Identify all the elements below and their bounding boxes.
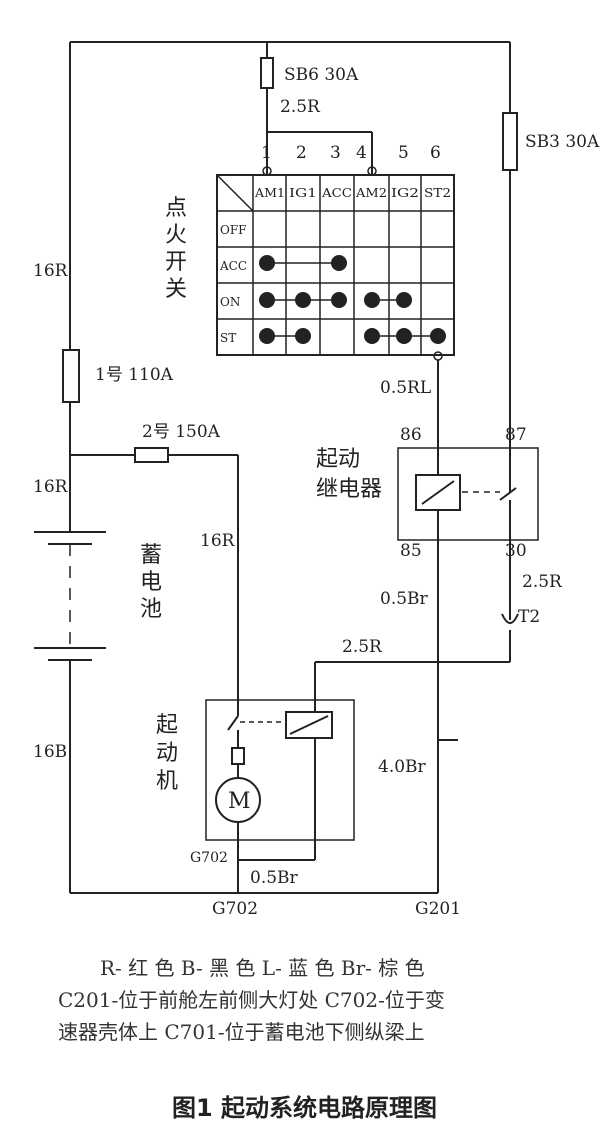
terminal-number: 5 xyxy=(398,143,409,163)
wire-label-2-5r-relay: 2.5R xyxy=(522,572,563,592)
terminal-number: 6 xyxy=(430,143,441,163)
wire-label-0-5br-bottom: 0.5Br xyxy=(250,868,299,888)
ground-g702: G702 xyxy=(212,899,258,919)
ground-g201: G201 xyxy=(415,899,461,919)
ignition-switch-title: 关 xyxy=(165,277,187,302)
switch-col-am1: AM1 xyxy=(254,186,285,200)
wire-label-16r-mid: 16R xyxy=(33,477,69,497)
relay-title: 起动 xyxy=(316,447,360,472)
ignition-switch-title: 点 xyxy=(165,196,187,221)
relay-pin-87: 87 xyxy=(505,425,527,445)
relay-pin-30: 30 xyxy=(505,541,527,561)
wire-label-0-5br-relay: 0.5Br xyxy=(380,589,429,609)
wiring xyxy=(69,41,511,894)
relay-pin-85: 85 xyxy=(400,541,422,561)
switch-col-ig2: IG2 xyxy=(391,186,419,200)
ignition-switch-title: 开 xyxy=(165,250,187,275)
switch-st-connection xyxy=(259,328,446,344)
fuse-2-label: 2号 150A xyxy=(142,422,221,442)
color-legend: R- 红 色 B- 黑 色 L- 蓝 色 Br- 棕 色 xyxy=(100,956,425,980)
connector-t2-symbol xyxy=(501,613,519,624)
ignition-switch-table xyxy=(216,174,455,356)
fuse-1 xyxy=(62,349,80,403)
terminal-circle xyxy=(433,351,443,361)
fuse-sb3 xyxy=(502,112,518,171)
location-legend: C201-位于前舱左前侧大灯处 C702-位于变 xyxy=(58,988,445,1012)
wire-label-16b: 16B xyxy=(33,742,67,762)
wire-label-16r-left: 16R xyxy=(33,261,69,281)
fuse-sb6 xyxy=(260,57,274,89)
motor-symbol: M xyxy=(228,789,251,814)
terminal-number: 1 xyxy=(261,143,272,163)
figure-caption: 图1 起动系统电路原理图 xyxy=(171,1094,438,1122)
wire-label-16r-starter: 16R xyxy=(200,531,236,551)
wire-label-2-5r-junction: 2.5R xyxy=(342,637,383,657)
switch-row-off: OFF xyxy=(220,223,247,237)
starter-motor xyxy=(205,699,355,841)
battery-title: 蓄 xyxy=(140,543,162,568)
terminal-number: 4 xyxy=(356,143,367,163)
wire-label-4-0br: 4.0Br xyxy=(378,757,427,777)
switch-row-st: ST xyxy=(220,331,236,345)
location-legend-cont: 速器壳体上 C701-位于蓄电池下侧纵梁上 xyxy=(58,1020,425,1044)
relay-pin-86: 86 xyxy=(400,425,422,445)
battery-title: 池 xyxy=(140,597,162,622)
starter-title: 起 xyxy=(156,713,178,738)
starter-relay xyxy=(397,447,539,541)
switch-col-am2: AM2 xyxy=(355,186,387,200)
wire-label-2-5r-top: 2.5R xyxy=(280,97,321,117)
relay-title: 继电器 xyxy=(316,477,382,502)
wire-label-0-5rl: 0.5RL xyxy=(380,378,431,398)
switch-row-acc: ACC xyxy=(219,259,247,273)
ignition-switch-title: 火 xyxy=(165,223,187,248)
starter-title: 动 xyxy=(156,741,178,766)
connector-t2-label: T2 xyxy=(518,607,540,627)
battery-title: 电 xyxy=(140,570,162,595)
switch-row-on: ON xyxy=(220,295,240,309)
battery xyxy=(34,531,106,661)
fuse-2 xyxy=(134,447,169,463)
terminal-numbers: 1 2 3 4 5 6 xyxy=(261,143,441,163)
switch-on-connection xyxy=(259,292,412,308)
ground-g702-starter: G702 xyxy=(190,850,228,866)
terminal-number: 2 xyxy=(296,143,307,163)
fuse-1-label: 1号 110A xyxy=(95,365,174,385)
fuse-sb6-label: SB6 30A xyxy=(284,65,359,85)
circuit-diagram: SB6 30A SB3 30A 1号 110A 2号 150A 2.5R 16R… xyxy=(33,41,600,919)
switch-col-st2: ST2 xyxy=(424,186,451,200)
switch-col-ig1: IG1 xyxy=(289,186,317,200)
fuse-sb3-label: SB3 30A xyxy=(525,132,600,152)
terminal-number: 3 xyxy=(330,143,341,163)
switch-acc-connection xyxy=(259,255,347,271)
starter-title: 机 xyxy=(156,769,178,794)
switch-col-acc: ACC xyxy=(321,186,352,200)
